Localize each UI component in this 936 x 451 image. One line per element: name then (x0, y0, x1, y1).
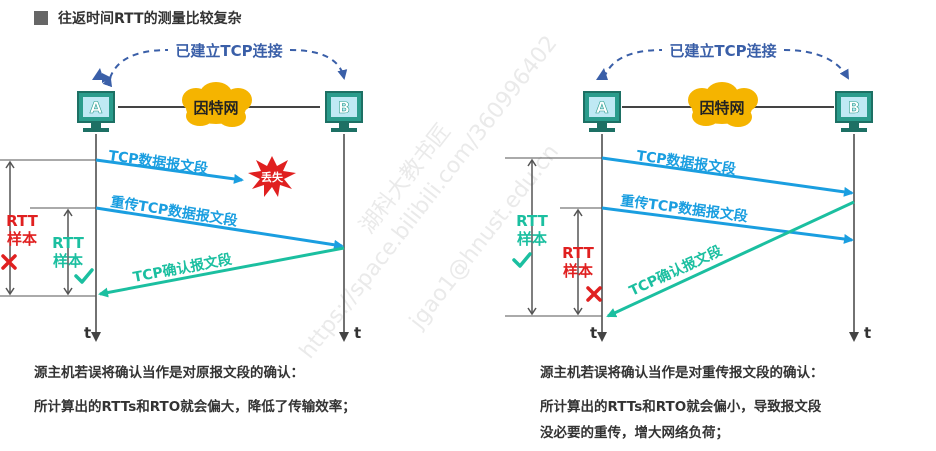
right-check-icon (512, 252, 532, 268)
left-host-a-label: A (90, 98, 103, 117)
left-seg2-label: 重传TCP数据报文段 (109, 193, 238, 229)
left-connection-label: 已建立TCP连接 (175, 42, 282, 60)
left-host-b-label: B (338, 98, 350, 117)
right-seg1-label: TCP数据报文段 (635, 147, 736, 178)
watermark: 湖科大教书匠 https://space.bilibili.com/360996… (295, 31, 564, 363)
right-t-a: t (590, 324, 597, 342)
left-panel: 已建立TCP连接 因特网 A B (0, 42, 363, 342)
left-rtt-inner-2: 样本 (53, 252, 83, 270)
left-seg1-label: TCP数据报文段 (107, 147, 208, 177)
right-rtt-inner-2: 样本 (563, 262, 593, 280)
right-cross-icon (586, 286, 602, 302)
left-t-b: t (354, 324, 361, 342)
right-host-b: B (835, 91, 873, 132)
left-rtt-outer-1: RTT (6, 212, 38, 230)
right-host-a: A (583, 91, 621, 132)
right-cloud-label: 因特网 (699, 99, 744, 117)
right-seg1-arrow (601, 156, 854, 197)
left-rtt-inner-1: RTT (52, 234, 84, 252)
left-host-a: A (77, 91, 115, 132)
right-rtt-outer-1: RTT (516, 212, 548, 230)
right-ack-arrow (606, 200, 855, 318)
right-connection-arc-right (783, 49, 849, 80)
left-seg2-arrow (95, 206, 344, 250)
left-cloud: 因特网 (182, 82, 252, 127)
right-seg2-arrow (601, 206, 854, 244)
right-rtt-inner-1: RTT (562, 244, 594, 262)
right-host-a-label: A (596, 98, 609, 117)
right-seg2-label: 重传TCP数据报文段 (619, 192, 748, 225)
right-panel: 已建立TCP连接 因特网 A B t t (505, 42, 873, 342)
left-check-icon (74, 268, 94, 284)
left-lost-label: 丢失 (261, 170, 284, 184)
right-caption-line-3: 没必要的重传，增大网络负荷； (540, 425, 729, 441)
left-caption: 源主机若误将确认当作是对原报文段的确认： 所计算出的RTTs和RTO就会偏大，降… (34, 360, 356, 420)
left-cross-icon (1, 254, 17, 270)
left-cloud-label: 因特网 (193, 99, 238, 117)
right-cloud: 因特网 (688, 82, 758, 127)
right-t-b: t (864, 324, 871, 342)
right-ack-label: TCP确认报文段 (627, 242, 725, 299)
left-connection-arc-right (289, 49, 348, 80)
left-host-b: B (325, 91, 363, 132)
bullet-square-icon (34, 11, 48, 25)
slide-title: 往返时间RTT的测量比较复杂 (34, 8, 242, 28)
left-ack-arrow (98, 246, 345, 298)
left-caption-line-1: 源主机若误将确认当作是对原报文段的确认： (34, 365, 304, 381)
right-connection-label: 已建立TCP连接 (669, 42, 776, 60)
right-rtt-outer-2: 样本 (517, 230, 547, 248)
left-ack-label: TCP确认报文段 (132, 251, 234, 286)
left-rtt-outer-2: 样本 (7, 230, 37, 248)
right-caption-line-2: 所计算出的RTTs和RTO就会偏小，导致报文段 (540, 399, 822, 415)
left-caption-line-2: 所计算出的RTTs和RTO就会偏大，降低了传输效率； (34, 399, 356, 415)
slide-title-text: 往返时间RTT的测量比较复杂 (58, 11, 242, 27)
right-caption: 源主机若误将确认当作是对重传报文段的确认： 所计算出的RTTs和RTO就会偏小，… (540, 360, 824, 446)
lost-burst-icon (248, 156, 296, 197)
right-host-b-label: B (848, 98, 860, 117)
right-caption-line-1: 源主机若误将确认当作是对重传报文段的确认： (540, 365, 824, 381)
left-connection-arc (102, 49, 169, 88)
left-t-a: t (84, 324, 91, 342)
left-seg1-arrow (95, 158, 244, 184)
right-connection-arc (603, 49, 663, 79)
